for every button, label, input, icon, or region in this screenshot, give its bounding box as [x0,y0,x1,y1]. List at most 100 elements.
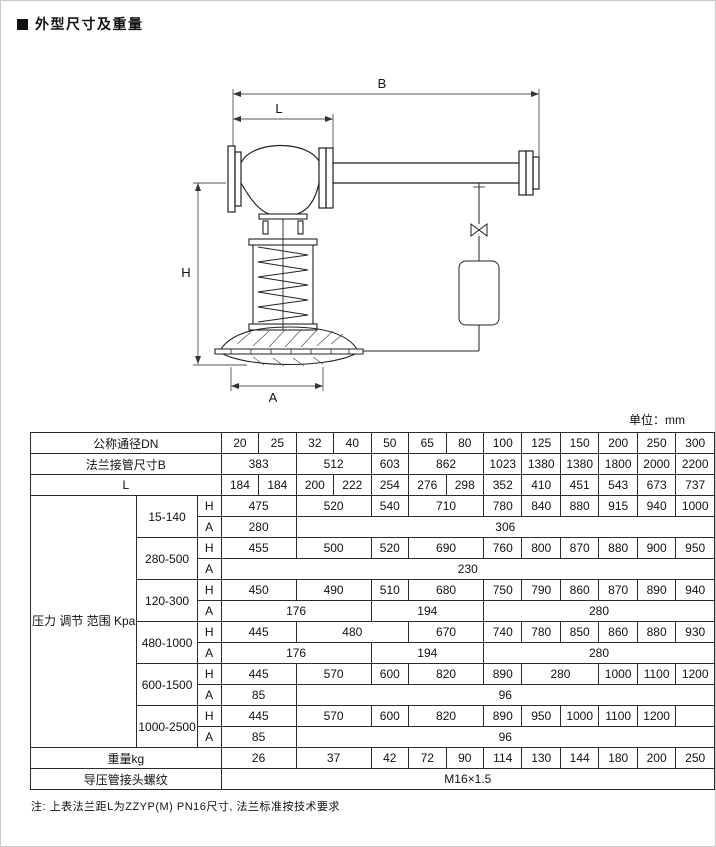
table-cell: 176 [220,642,372,664]
table-cell: A [196,684,222,706]
table-cell: 130 [521,747,561,769]
table-cell: 65 [408,432,447,454]
table-cell: 940 [675,579,715,601]
table-cell: 85 [220,726,297,748]
table-cell: 410 [521,474,561,496]
table-cell: 280 [483,642,715,664]
table-cell: 570 [295,705,372,727]
table-cell: 900 [636,537,677,559]
sensing-line [363,183,500,352]
table-cell: 950 [521,705,561,727]
needle-valve-icon [470,223,488,237]
dim-label-b: B [378,76,387,91]
table-cell: 26 [220,747,297,769]
table-cell: 194 [370,642,485,664]
table-cell: 915 [598,495,638,517]
table-cell: 80 [445,432,485,454]
table-cell: 940 [636,495,677,517]
table-cell: A [196,726,222,748]
table-cell: 570 [295,663,372,685]
table-cell: 72 [408,747,447,769]
footnote: 注: 上表法兰距L为ZZYP(M) PN16尺寸, 法兰标准按技术要求 [31,801,341,813]
dimension-b: B [232,76,540,157]
table-cell: 37 [295,747,372,769]
table-cell: 600 [370,663,410,685]
table-cell: 1380 [521,453,561,475]
table-cell: 1000 [598,663,638,685]
table-cell: 90 [445,747,485,769]
table-cell: A [196,600,222,622]
table-cell: 512 [295,453,372,475]
rim-bolts [230,349,350,354]
dim-label-h: H [181,265,190,280]
table-cell: 194 [370,600,485,622]
spring-coil [257,246,309,323]
table-cell: 710 [408,495,485,517]
table-cell: 1100 [598,705,638,727]
table-cell: H [196,621,222,643]
table-cell: A [196,516,222,538]
table-cell: 50 [370,432,410,454]
table-cell: 96 [295,684,715,706]
table-cell: 85 [220,684,297,706]
table-cell: 475 [220,495,297,517]
diaphragm-chamber [214,326,364,367]
table-cell: 600 [370,705,410,727]
dim-label-l: L [275,101,282,116]
table-cell: 890 [636,579,677,601]
table-cell: 500 [295,537,372,559]
table-cell: 280 [220,516,297,538]
table-cell: 800 [521,537,561,559]
table-cell [675,705,715,727]
table-cell: 690 [408,537,485,559]
table-cell: 490 [295,579,372,601]
section-header: 外型尺寸及重量 [1,1,715,34]
table-cell: 540 [370,495,410,517]
table-cell: 930 [675,621,715,643]
table-cell: 950 [675,537,715,559]
table-cell: 543 [598,474,638,496]
table-cell: 780 [483,495,523,517]
table-cell: 300 [675,432,715,454]
table-cell: 383 [220,453,297,475]
table-cell: 860 [598,621,638,643]
table-cell: 1000-2500 [136,705,198,748]
table-cell: 222 [333,474,372,496]
table-cell: 40 [333,432,372,454]
table-cell: 445 [220,621,297,643]
table-cell: 790 [521,579,561,601]
table-cell: 25 [258,432,297,454]
table-cell: 880 [559,495,600,517]
table-cell: 480-1000 [136,621,198,664]
valve-assembly [227,144,540,215]
table-cell: 280 [483,600,715,622]
table-cell: H [196,663,222,685]
table-cell: 740 [483,621,523,643]
table-cell: 820 [408,663,485,685]
table-cell: 510 [370,579,410,601]
table-cell: 1200 [675,663,715,685]
table-cell: 445 [220,663,297,685]
table-cell: 450 [220,579,297,601]
table-cell: 42 [370,747,410,769]
table-cell: 451 [559,474,600,496]
table-cell: 180 [598,747,638,769]
table-cell: 600-1500 [136,663,198,706]
table-cell: 125 [521,432,561,454]
dimension-h: H [181,182,247,366]
table-cell: 1200 [636,705,677,727]
table-cell: 750 [483,579,523,601]
table-cell: 820 [408,705,485,727]
valve-drawing-area: B L [1,34,715,409]
table-cell: 603 [370,453,410,475]
table-cell: 公称通径DN [30,432,222,454]
table-cell: 890 [483,663,523,685]
table-cell: 880 [598,537,638,559]
table-cell: 480 [295,621,410,643]
